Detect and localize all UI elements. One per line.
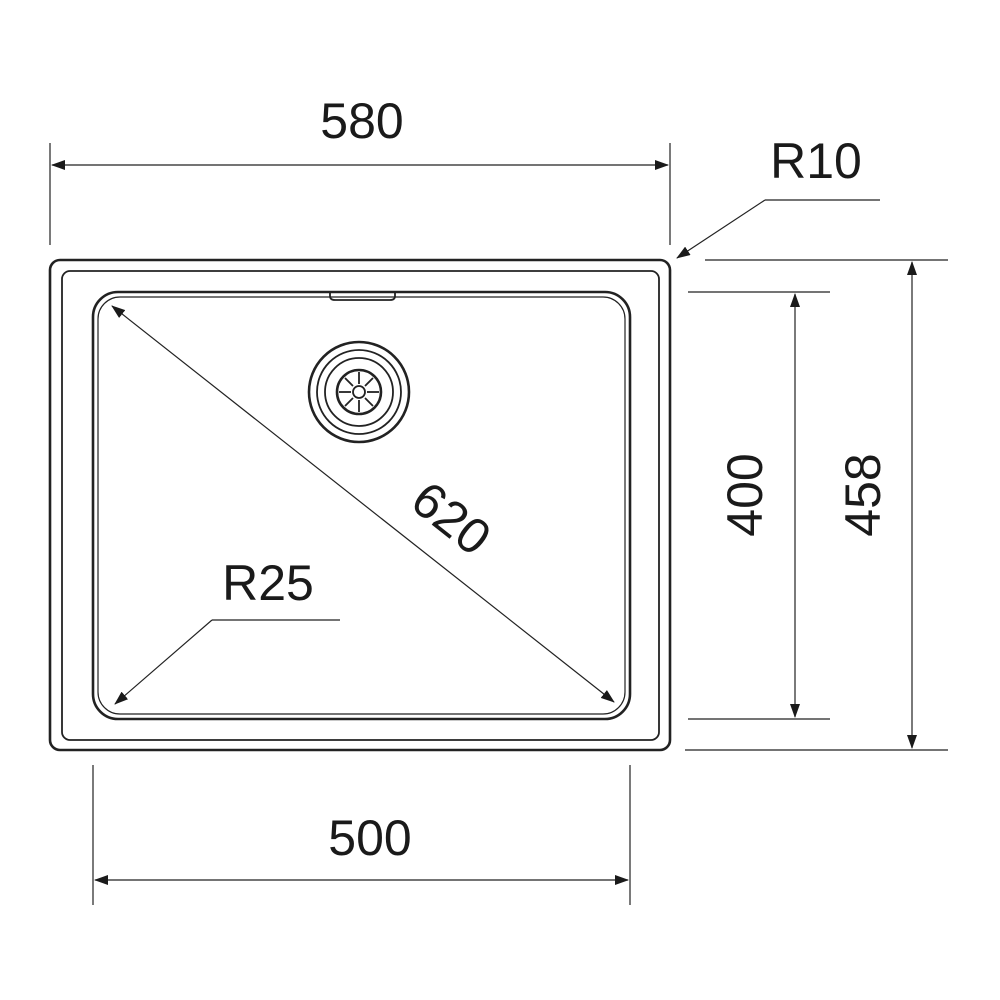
dimension-diagonal: 620 bbox=[111, 305, 615, 703]
sink-bowl bbox=[91, 290, 632, 721]
dimension-bowl-radius: R25 bbox=[114, 555, 340, 705]
sink-outline bbox=[48, 258, 672, 752]
overall-width-label: 580 bbox=[320, 93, 403, 149]
dimension-bowl-depth: 400 bbox=[688, 291, 830, 720]
sink-inner-rim bbox=[61, 270, 660, 741]
overall-depth-label: 458 bbox=[835, 453, 891, 536]
diagonal-label: 620 bbox=[401, 471, 501, 567]
outer-radius-label: R10 bbox=[770, 133, 862, 189]
drain-middle-ring bbox=[316, 349, 402, 435]
dimension-overall-width: 580 bbox=[49, 93, 671, 245]
bowl-depth-label: 400 bbox=[717, 453, 773, 536]
drain-strainer-holes bbox=[339, 372, 379, 412]
dimension-overall-depth: 458 bbox=[685, 259, 948, 751]
drain-outer-ring bbox=[307, 340, 411, 444]
dimension-bowl-width: 500 bbox=[92, 765, 631, 905]
dimension-outer-radius: R10 bbox=[676, 133, 880, 259]
sink-bowl-inner-edge bbox=[97, 296, 626, 715]
overflow-slot bbox=[329, 292, 396, 301]
bowl-width-label: 500 bbox=[328, 810, 411, 866]
drain bbox=[307, 340, 411, 444]
bowl-radius-label: R25 bbox=[222, 555, 314, 611]
drain-inner-ring bbox=[324, 357, 394, 427]
sink-outer-rim bbox=[48, 258, 672, 752]
drain-hub bbox=[352, 385, 366, 399]
